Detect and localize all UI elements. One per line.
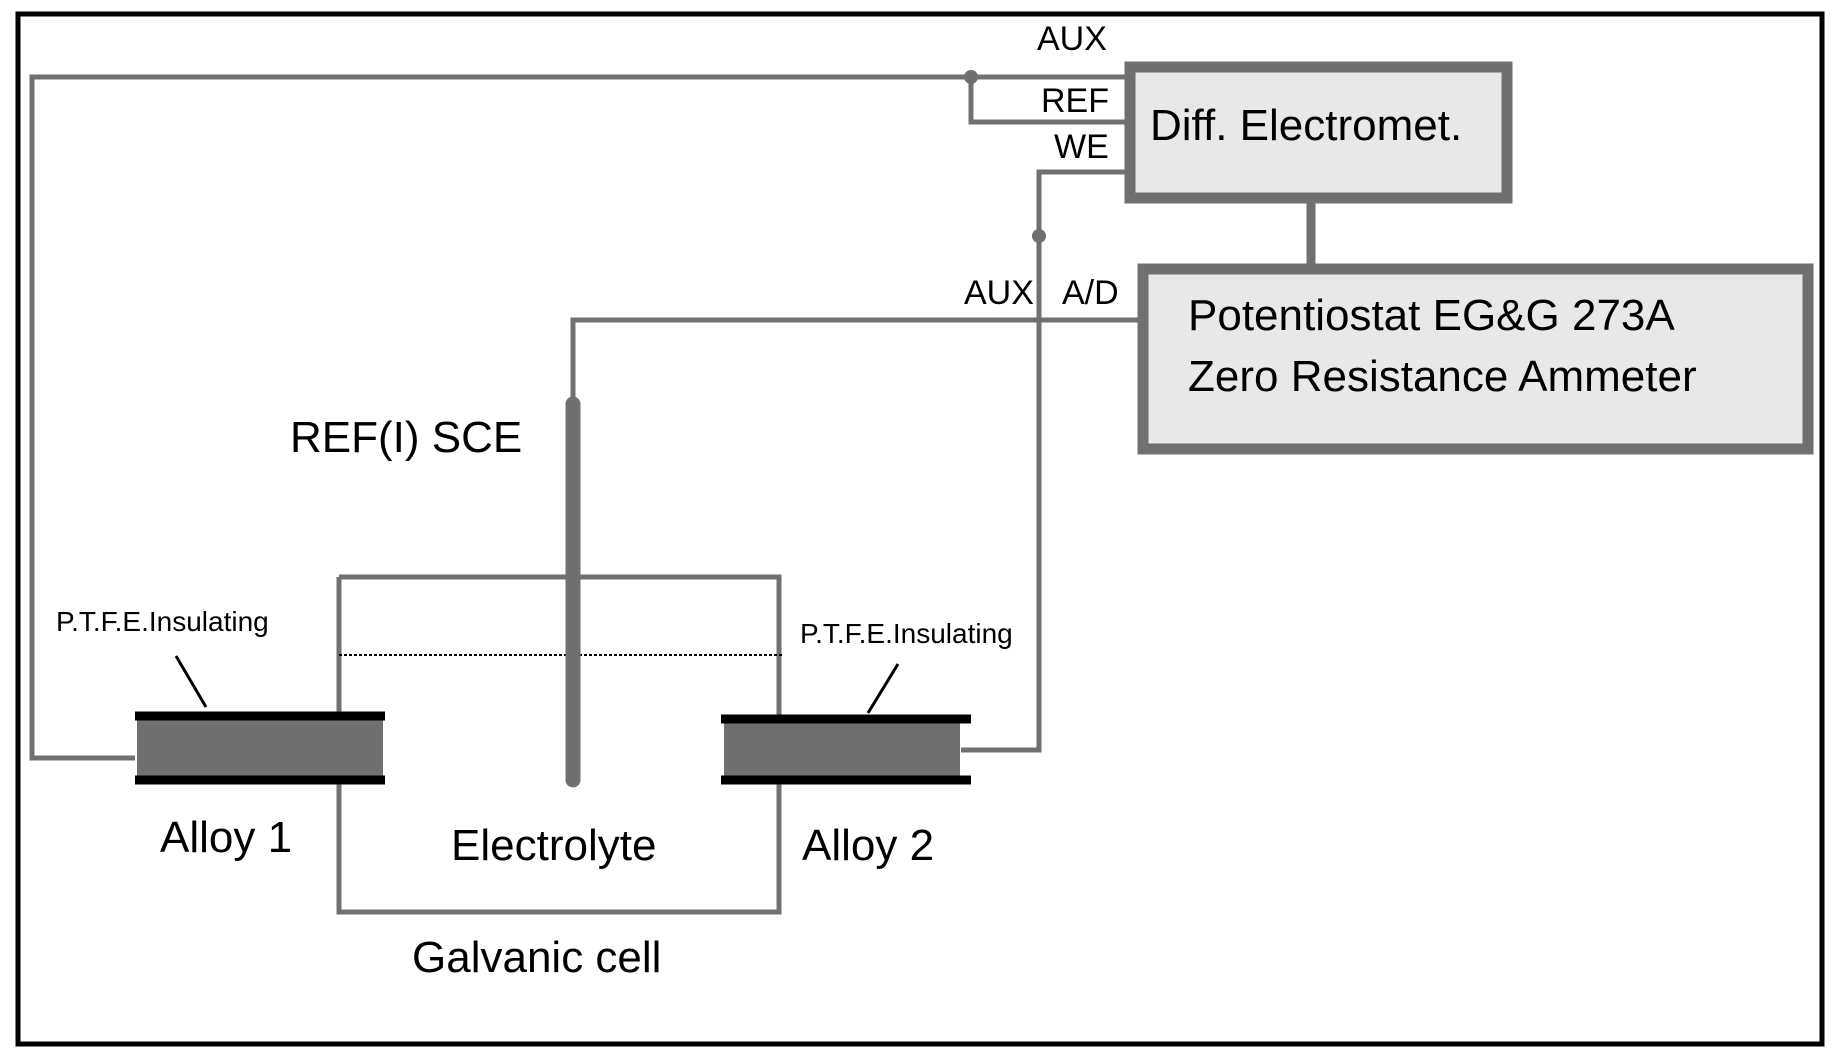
terminal-ad: A/D bbox=[1062, 274, 1119, 312]
alloy1-electrode bbox=[135, 711, 385, 785]
ptfe-leader-right bbox=[866, 663, 900, 714]
alloy2-electrode bbox=[721, 714, 971, 785]
wire-ref bbox=[968, 77, 1125, 125]
ptfe-label-right: P.T.F.E.Insulating bbox=[800, 618, 1013, 649]
ptfe-label-left: P.T.F.E.Insulating bbox=[56, 606, 269, 637]
reference-electrode-label: REF(I) SCE bbox=[290, 413, 522, 462]
terminal-we: WE bbox=[1054, 128, 1109, 166]
cell-vessel bbox=[336, 574, 782, 915]
alloy1-body bbox=[137, 716, 383, 779]
electrolyte-label: Electrolyte bbox=[451, 821, 656, 870]
terminal-ref: REF bbox=[1041, 82, 1109, 120]
potentiostat-label-line2: Zero Resistance Ammeter bbox=[1188, 352, 1697, 401]
junction-dot-we bbox=[1032, 229, 1046, 243]
wiring bbox=[29, 74, 1316, 761]
junction-dot-aux bbox=[964, 70, 978, 84]
cell-caption: Galvanic cell bbox=[412, 933, 661, 982]
cell-body bbox=[336, 780, 782, 915]
potentiostat-label-line1: Potentiostat EG&G 273A bbox=[1188, 291, 1675, 340]
terminal-aux-top: AUX bbox=[1037, 20, 1107, 58]
potentiostat-box bbox=[1137, 263, 1814, 455]
electrometer-box bbox=[1124, 61, 1513, 204]
alloy2-label: Alloy 2 bbox=[802, 821, 934, 870]
wire-aux-alloy1 bbox=[29, 74, 1125, 761]
wire-we-alloy2 bbox=[961, 169, 1125, 753]
cell-top bbox=[339, 574, 782, 718]
alloy1-label: Alloy 1 bbox=[160, 813, 292, 862]
outer-frame bbox=[15, 11, 1825, 1047]
terminal-aux-mid: AUX bbox=[964, 274, 1034, 312]
electrometer-label: Diff. Electromet. bbox=[1150, 101, 1462, 150]
alloy2-body bbox=[724, 719, 960, 779]
ptfe-leader-left bbox=[174, 655, 208, 708]
wire-sce-ad bbox=[570, 317, 1138, 402]
